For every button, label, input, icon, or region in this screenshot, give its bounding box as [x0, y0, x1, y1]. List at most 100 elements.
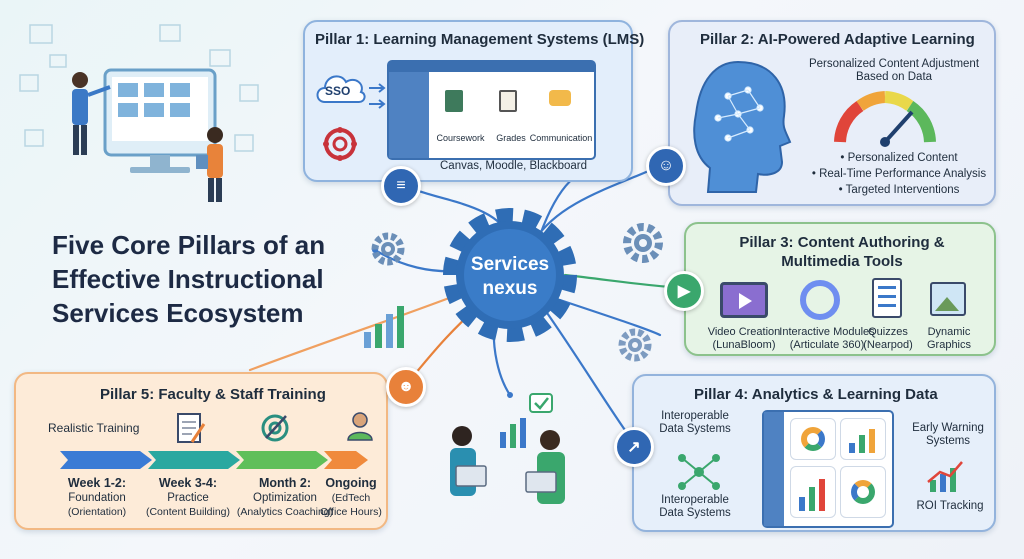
hub-line1: Services [470, 254, 550, 275]
tool-video-line2: (LunaBloom) [712, 339, 776, 351]
communication-icon [549, 90, 571, 106]
tool-quizzes-line1: Quizzes [868, 326, 908, 338]
gauge-icon [834, 91, 936, 147]
hub-line2: nexus [482, 278, 538, 299]
pillar2-bullet-3: • Targeted Interventions [838, 184, 960, 196]
lms-platforms: Canvas, Moodle, Blackboard [440, 160, 588, 172]
tool-interactive-line1: Interactive Modules [779, 326, 875, 338]
pillar4-label-right-2: Systems [925, 435, 971, 447]
lms-window-titlebar [389, 62, 594, 72]
timeline-label-1: Week 1-2: Foundation (Orientation) [52, 476, 142, 519]
database-icon: ≡ [381, 166, 421, 206]
pillar2-panel: Pillar 2: AI-Powered Adaptive Learning P… [668, 20, 996, 206]
gear-icon [371, 232, 405, 266]
step3-sub1: Optimization [253, 492, 317, 504]
module-communication: Communication [529, 133, 593, 143]
network-icon [678, 454, 720, 490]
tool-graphics-line2: Graphics [926, 339, 972, 351]
pie-chart-tile [840, 466, 886, 518]
video-icon [720, 282, 768, 318]
cloud-icon [316, 75, 366, 103]
tool-graphics: Dynamic Graphics [918, 326, 980, 352]
tool-interactive-line2: (Articulate 360) [789, 339, 865, 351]
step4-sub2: Office Hours) [320, 506, 382, 518]
pillar4-title: Pillar 4: Analytics & Learning Data [694, 386, 938, 403]
step4-head: Ongoing [325, 476, 377, 490]
bar-chart-tile [840, 418, 886, 460]
pillar4-panel: Pillar 4: Analytics & Learning Data Inte… [632, 374, 996, 532]
lms-window: Coursework Grades Communication [387, 60, 596, 160]
module-coursework: Coursework [436, 133, 485, 143]
lms-sidebar [389, 72, 429, 158]
gear-icon [618, 328, 652, 362]
grades-icon [499, 90, 517, 112]
arrow-icon [369, 83, 386, 109]
step1-sub2: (Orientation) [67, 506, 127, 518]
mentor-icon [347, 412, 373, 441]
tool-video-line1: Video Creation [707, 326, 781, 338]
timeline-step-1 [60, 451, 152, 469]
pillar2-bullet-2: • Real-Time Performance Analysis [811, 168, 987, 180]
tool-quizzes-line2: (Nearpod) [863, 339, 913, 351]
pillar3-title: Pillar 3: Content Authoring & Multimedia… [686, 233, 998, 271]
main-title: Five Core Pillars of an Effective Instru… [52, 230, 326, 328]
pillar4-label-right: Early Warning Systems [900, 422, 996, 448]
timeline-label-2: Week 3-4: Practice (Content Building) [143, 476, 233, 519]
roi-label: ROI Tracking [916, 500, 984, 512]
tool-interactive: Interactive Modules (Articulate 360) [774, 326, 880, 352]
pillar2-title: Pillar 2: AI-Powered Adaptive Learning [700, 31, 975, 48]
graphics-icon [930, 282, 966, 316]
pillar3-title-line2: Multimedia Tools [781, 253, 903, 270]
pillar4-label-top-left: Interoperable Data Systems [648, 410, 742, 436]
gauge-label-line1: Personalized Content Adjustment [808, 58, 980, 70]
services-nexus-gear [443, 208, 577, 342]
module-grades: Grades [496, 133, 526, 143]
pillar3-panel: Pillar 3: Content Authoring & Multimedia… [684, 222, 996, 356]
ai-head-icon [693, 60, 792, 193]
timeline-step-2 [148, 451, 240, 469]
checklist-icon [177, 413, 206, 443]
step2-sub2: (Content Building) [145, 506, 231, 518]
tool-graphics-line1: Dynamic [927, 326, 971, 338]
pillar4-label-bottom-left-1: Interoperable [661, 494, 729, 506]
pillar4-label-bottom-left-2: Data Systems [659, 507, 731, 519]
pillar2-bullet-1: • Personalized Content [840, 152, 958, 164]
pillar2-gauge-label: Personalized Content Adjustment Based on… [794, 58, 994, 84]
analytics-icon: ↗ [614, 427, 654, 467]
step3-sub2: (Analytics Coaching) [236, 506, 334, 518]
donut-chart-tile [790, 418, 836, 460]
timeline-label-3: Month 2: Optimization (Analytics Coachin… [233, 476, 337, 519]
pillar1-panel: Pillar 1: Learning Management Systems (L… [303, 20, 644, 182]
timeline-step-3 [236, 451, 328, 469]
step1-sub1: Foundation [68, 492, 126, 504]
dashboard-sidebar [764, 412, 784, 526]
interactive-module-icon [800, 280, 840, 320]
pillar4-label-top-left-1: Interoperable [661, 410, 729, 422]
step4-sub1: (EdTech [331, 492, 371, 504]
pillar1-title: Pillar 1: Learning Management Systems (L… [315, 31, 645, 48]
brain-icon: ☺ [646, 146, 686, 186]
hub-label: Services nexus [455, 253, 565, 301]
timeline-step-4 [324, 451, 368, 469]
pillar4-label-bottom-left: Interoperable Data Systems [648, 494, 742, 520]
growth-chart-icon [364, 306, 404, 348]
pillar5-title: Pillar 5: Faculty & Staff Training [100, 386, 326, 403]
video-camera-icon: ▶ [664, 271, 704, 311]
dashboard-window [762, 410, 894, 528]
column-chart-tile [790, 466, 836, 518]
tool-video: Video Creation (LunaBloom) [696, 326, 792, 352]
training-illustration [19, 24, 259, 202]
trend-chart-icon [927, 461, 963, 492]
step3-head: Month 2: [258, 476, 312, 490]
pillar4-label-top-left-2: Data Systems [659, 423, 731, 435]
pillar2-bullets: • Personalized Content • Real-Time Perfo… [806, 150, 992, 198]
step2-sub1: Practice [167, 492, 209, 504]
collaboration-illustration [450, 393, 565, 504]
coursework-icon [445, 90, 463, 112]
training-timeline [60, 451, 368, 469]
step1-head: Week 1-2: [67, 476, 127, 490]
lock-icon [323, 127, 357, 161]
sso-label: SSO [325, 84, 351, 98]
target-icon [261, 414, 289, 442]
step2-head: Week 3-4: [158, 476, 218, 490]
